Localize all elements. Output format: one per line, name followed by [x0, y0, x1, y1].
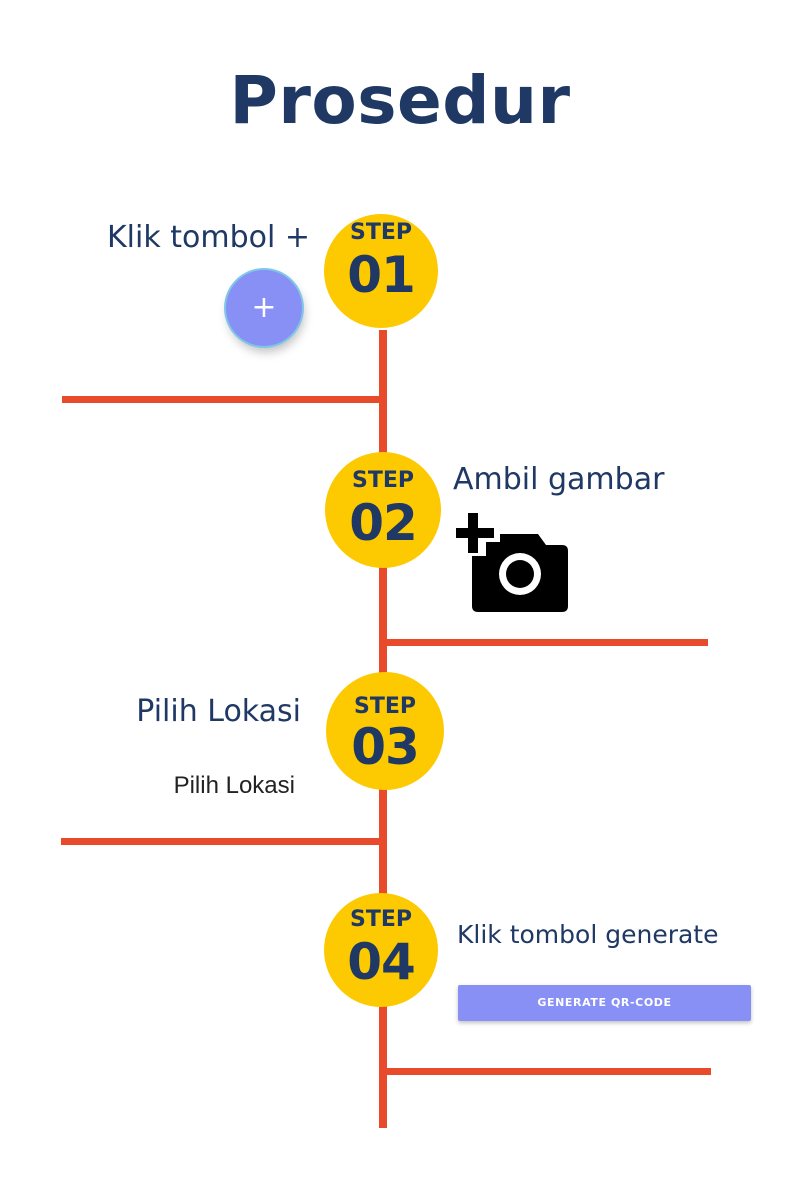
- step-1-label: STEP: [349, 220, 412, 245]
- step-3-text: Pilih Lokasi: [136, 694, 301, 729]
- step-2-badge: STEP 02: [325, 452, 441, 568]
- step-4-label: STEP: [349, 907, 412, 932]
- step-4-text: Klik tombol generate: [457, 920, 719, 949]
- timeline-branch-1: [62, 396, 383, 403]
- step-1-number: 01: [347, 246, 416, 304]
- step-2-label: STEP: [351, 468, 414, 493]
- plus-icon: +: [251, 290, 277, 325]
- step-1-text: Klik tombol +: [107, 220, 310, 255]
- timeline-branch-4: [383, 1068, 711, 1075]
- step-2-number: 02: [349, 494, 418, 552]
- step-3-badge: STEP 03: [326, 672, 444, 790]
- step-1-badge: STEP 01: [324, 214, 438, 328]
- step-3-label: STEP: [353, 694, 416, 719]
- generate-qr-code-button[interactable]: GENERATE QR-CODE: [458, 985, 751, 1021]
- step-3-number: 03: [351, 718, 420, 776]
- location-option[interactable]: Pilih Lokasi: [173, 772, 295, 799]
- step-2-text: Ambil gambar: [453, 462, 665, 497]
- page-title: Prosedur: [229, 62, 571, 139]
- step-4-badge: STEP 04: [324, 893, 438, 1007]
- add-fab-button[interactable]: +: [226, 270, 302, 346]
- step-4-number: 04: [347, 933, 416, 991]
- add-photo-icon[interactable]: [456, 512, 568, 614]
- timeline-branch-2: [383, 639, 708, 646]
- timeline-branch-3: [61, 838, 383, 845]
